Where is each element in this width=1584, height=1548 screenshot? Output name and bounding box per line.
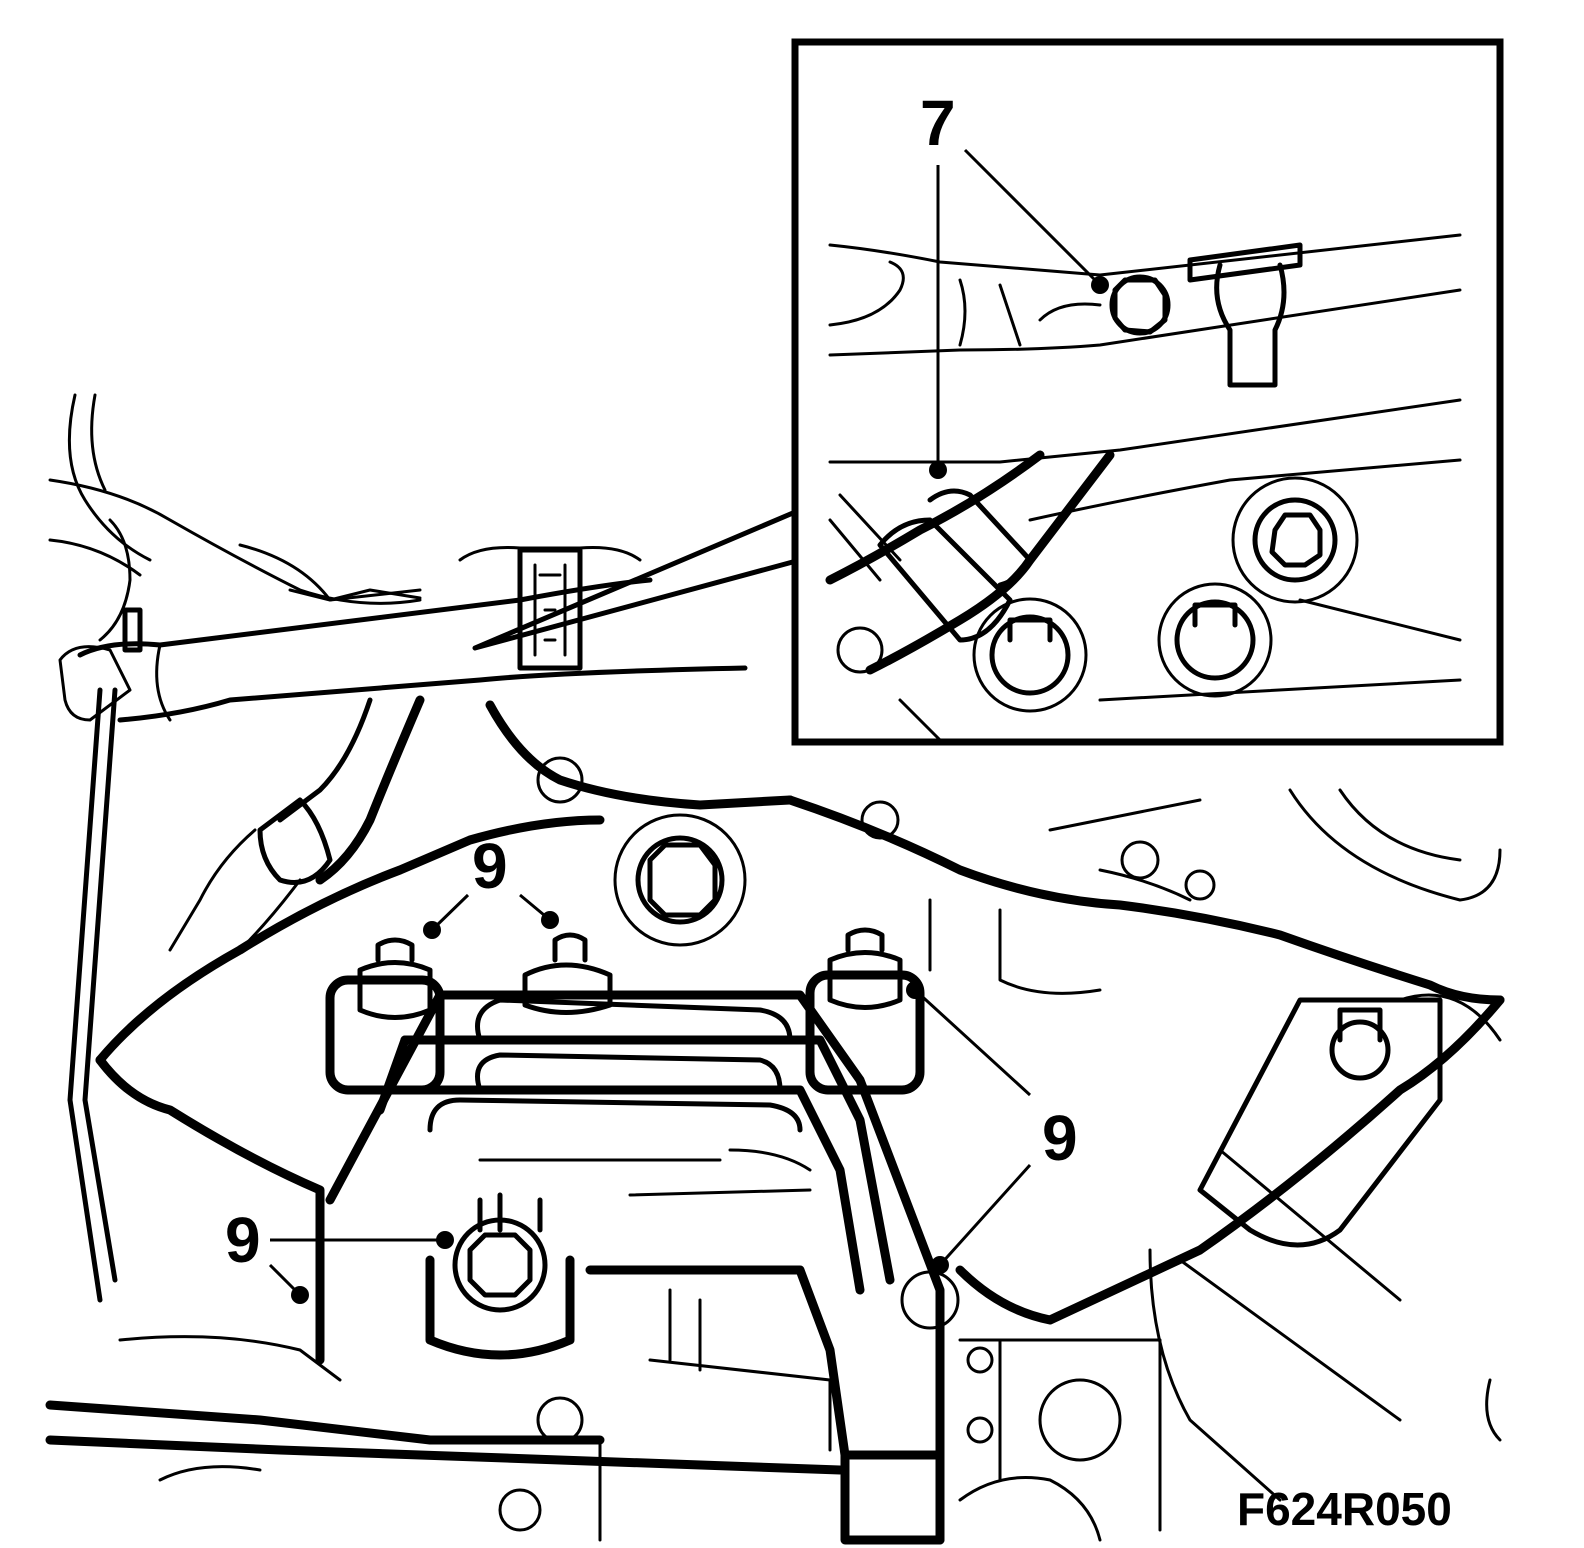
callout-label-7: 7	[920, 87, 956, 159]
callout-leaders	[268, 148, 1109, 1304]
callout-label-9-left: 9	[225, 1204, 261, 1276]
figure-code: F624R050	[1237, 1483, 1452, 1535]
mount-bolt-left	[325, 937, 445, 1095]
lower-bolt	[425, 1192, 575, 1360]
inset-pointer	[472, 507, 803, 651]
detail-inset	[791, 38, 1504, 746]
callout-label-9-right: 9	[1042, 1102, 1078, 1174]
callout-label-9-top: 9	[472, 830, 508, 902]
engine-mount-bracket	[325, 990, 945, 1545]
mount-bolt-right	[805, 927, 925, 1095]
main-illustration	[45, 393, 1505, 1545]
